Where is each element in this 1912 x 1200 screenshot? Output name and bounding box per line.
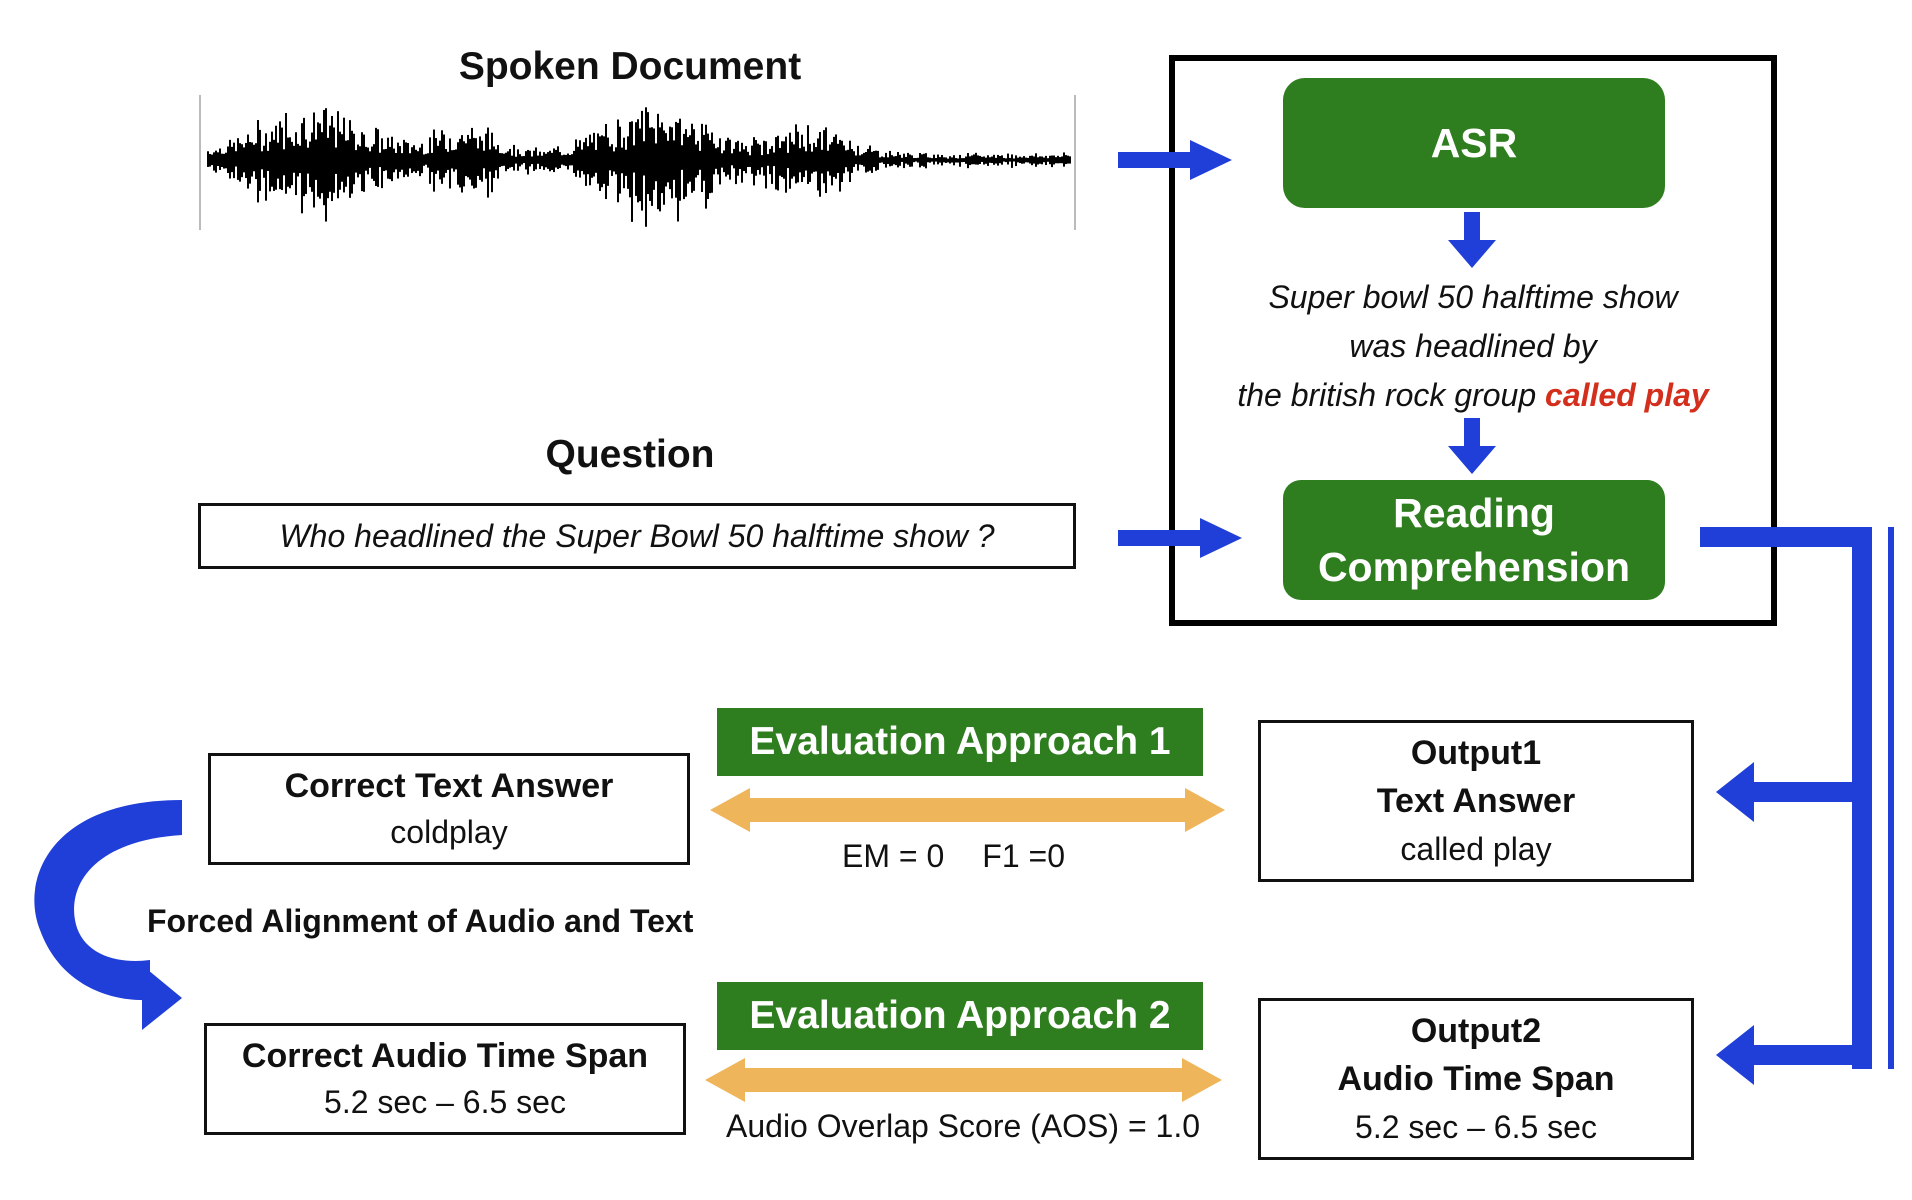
transcript-line-3: the british rock group called play xyxy=(1180,371,1766,420)
correct-audio-span-value: 5.2 sec – 6.5 sec xyxy=(324,1084,566,1120)
rc-output-route xyxy=(1700,527,1894,1085)
output1-subtitle: Text Answer xyxy=(1376,782,1576,820)
eval2-double-arrow xyxy=(705,1058,1222,1102)
output2-title: Output2 xyxy=(1410,1012,1542,1050)
f1-score: F1 =0 xyxy=(982,838,1065,874)
output1-value: called play xyxy=(1400,831,1552,867)
transcript-line-3-prefix: the british rock group xyxy=(1237,377,1537,413)
evaluation-1-metrics: EM = 0 F1 =0 xyxy=(842,838,1142,875)
evaluation-approach-2-banner: Evaluation Approach 2 xyxy=(717,982,1203,1050)
transcript-error-highlight: called play xyxy=(1545,377,1709,413)
transcript-line-1: Super bowl 50 halftime show xyxy=(1268,279,1678,315)
waveform-to-asr-arrow xyxy=(1118,140,1232,180)
correct-text-answer-value: coldplay xyxy=(390,814,508,850)
transcript-line-2: was headlined by xyxy=(1349,328,1597,364)
rc-label-line-1: Reading xyxy=(1393,490,1555,536)
output2-box: Output2 Audio Time Span 5.2 sec – 6.5 se… xyxy=(1258,998,1694,1160)
asr-box: ASR xyxy=(1283,78,1665,208)
forced-alignment-curved-arrow xyxy=(34,800,182,1030)
asr-down-arrow xyxy=(1448,212,1496,268)
correct-audio-span-title: Correct Audio Time Span xyxy=(241,1037,649,1075)
question-box: Who headlined the Super Bowl 50 halftime… xyxy=(198,503,1076,569)
em-score: EM = 0 xyxy=(842,838,945,874)
question-label: Question xyxy=(545,433,715,476)
output2-subtitle: Audio Time Span xyxy=(1337,1060,1615,1098)
rc-label-line-2: Comprehension xyxy=(1317,544,1631,590)
correct-audio-span-box: Correct Audio Time Span 5.2 sec – 6.5 se… xyxy=(204,1023,686,1135)
output1-title: Output1 xyxy=(1410,734,1542,772)
output1-box: Output1 Text Answer called play xyxy=(1258,720,1694,882)
evaluation-approach-1-label: Evaluation Approach 1 xyxy=(749,720,1171,763)
pipeline-frame xyxy=(1169,55,1777,626)
evaluation-approach-2-label: Evaluation Approach 2 xyxy=(749,994,1171,1037)
evaluation-approach-1-banner: Evaluation Approach 1 xyxy=(717,708,1203,776)
spoken-document-label: Spoken Document xyxy=(458,45,802,88)
reading-comprehension-box: Reading Comprehension xyxy=(1283,480,1665,600)
asr-label: ASR xyxy=(1430,119,1518,166)
forced-alignment-label: Forced Alignment of Audio and Text xyxy=(147,903,694,939)
eval1-double-arrow xyxy=(710,788,1225,832)
transcript-down-arrow xyxy=(1448,418,1496,474)
asr-transcript: Super bowl 50 halftime show was headline… xyxy=(1180,273,1766,420)
question-text: Who headlined the Super Bowl 50 halftime… xyxy=(279,517,995,554)
aos-metric: Audio Overlap Score (AOS) = 1.0 xyxy=(726,1108,1200,1144)
audio-waveform xyxy=(207,107,1071,227)
output2-value: 5.2 sec – 6.5 sec xyxy=(1355,1109,1597,1145)
question-to-rc-arrow xyxy=(1118,518,1242,558)
correct-text-answer-box: Correct Text Answer coldplay xyxy=(208,753,690,865)
correct-text-answer-title: Correct Text Answer xyxy=(284,767,614,805)
